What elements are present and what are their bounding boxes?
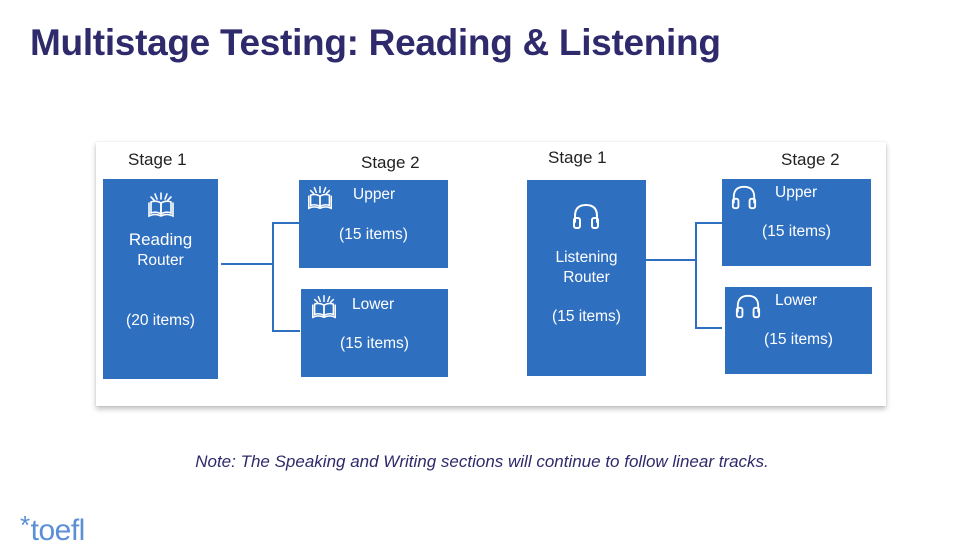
- listening-lower-items: (15 items): [764, 331, 833, 348]
- reading-lower-box: Lower (15 items): [301, 289, 448, 377]
- toefl-logo: *toefl: [20, 510, 85, 548]
- diagram-panel: Stage 1 Stage 2 Reading Router (20 items…: [96, 142, 886, 406]
- reading-router-name-line2: Router: [137, 252, 184, 269]
- reading-upper-label: Upper: [353, 186, 396, 203]
- logo-star: *: [20, 510, 30, 540]
- listening-upper-box: Upper (15 items): [722, 179, 871, 266]
- listening-lower-box: Lower (15 items): [725, 287, 872, 374]
- reading-router-name-line1: Reading: [128, 230, 193, 249]
- listening-connector: [646, 222, 722, 329]
- footnote: Note: The Speaking and Writing sections …: [195, 452, 769, 471]
- listening-router-name-line1: Listening: [555, 249, 618, 266]
- reading-lower-label: Lower: [352, 296, 395, 313]
- listening-router-box: Listening Router (15 items): [527, 180, 646, 376]
- reading-connector: [221, 222, 300, 332]
- headphones-icon: [735, 294, 761, 319]
- logo-text: toefl: [30, 514, 86, 547]
- slide-title: Multistage Testing: Reading & Listening: [30, 22, 721, 63]
- listening-router-items: (15 items): [552, 308, 621, 325]
- book-icon: [308, 186, 332, 210]
- reading-stage2-label: Stage 2: [361, 153, 420, 172]
- reading-router-items: (20 items): [126, 312, 195, 329]
- headphones-icon: [573, 203, 599, 229]
- headphones-icon: [731, 185, 757, 210]
- listening-router-name-line2: Router: [563, 269, 610, 286]
- reading-upper-box: Upper (15 items): [299, 180, 448, 268]
- listening-lower-label: Lower: [775, 292, 818, 309]
- reading-lower-items: (15 items): [340, 335, 409, 352]
- book-icon: [312, 295, 336, 319]
- book-icon: [148, 192, 174, 218]
- reading-upper-items: (15 items): [339, 226, 408, 243]
- reading-router-box: Reading Router (20 items): [103, 179, 218, 379]
- reading-stage1-label: Stage 1: [128, 150, 187, 169]
- listening-stage2-label: Stage 2: [781, 150, 840, 169]
- listening-upper-label: Upper: [775, 184, 818, 201]
- listening-upper-items: (15 items): [762, 223, 831, 240]
- listening-stage1-label: Stage 1: [548, 148, 607, 167]
